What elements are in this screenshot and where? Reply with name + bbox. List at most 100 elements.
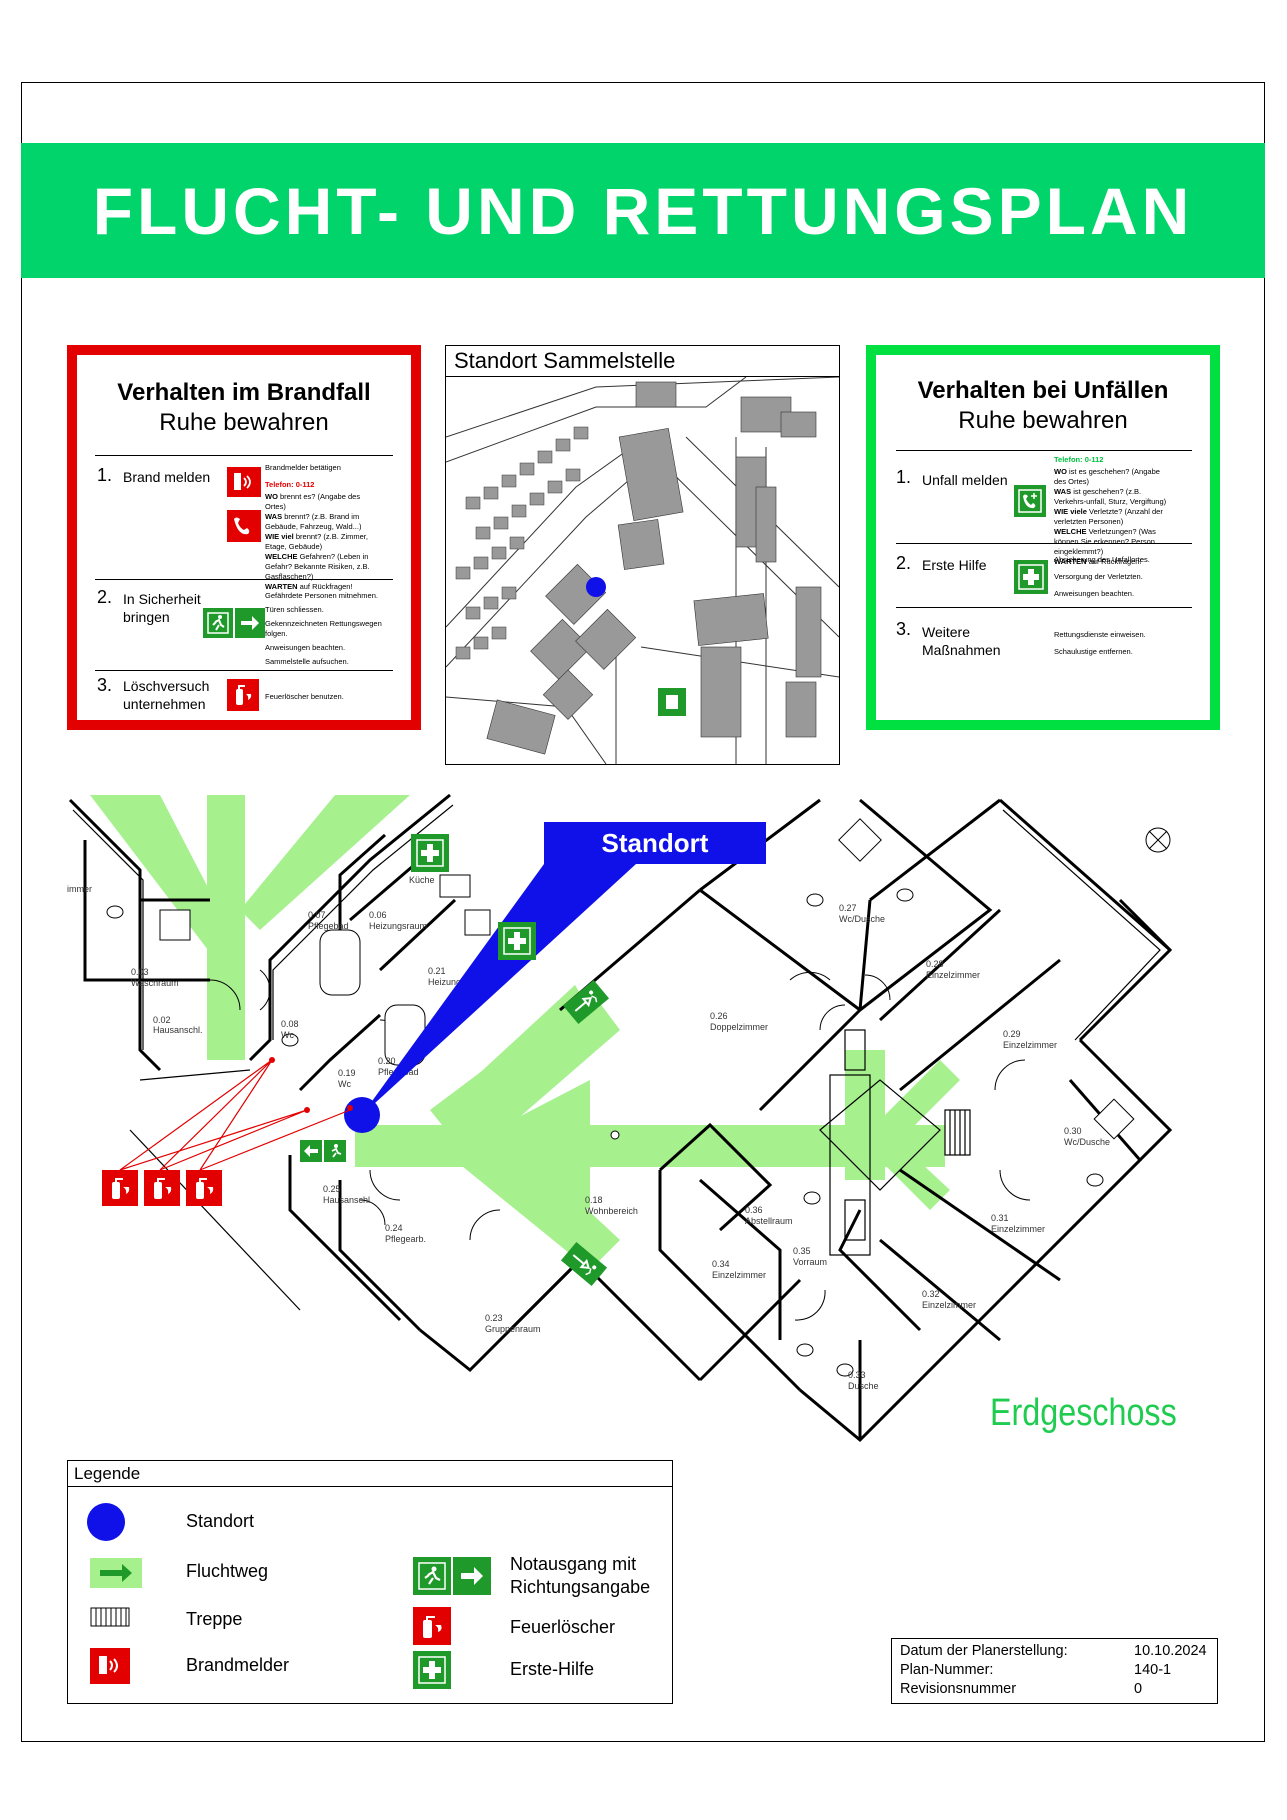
legend-fluchtweg: Fluchtweg bbox=[186, 1561, 269, 1581]
site-map-drawing bbox=[446, 377, 839, 764]
running-man-icon bbox=[203, 608, 233, 638]
accident-step-2-label: Erste Hilfe bbox=[922, 557, 987, 573]
first-aid-icon bbox=[413, 1651, 451, 1689]
svg-text:0.23: 0.23 bbox=[485, 1313, 503, 1323]
escape-route bbox=[90, 795, 960, 1270]
accident-step-1-num: 1. bbox=[896, 467, 912, 487]
info-date-row: Datum der Planerstellung:10.10.2024 bbox=[900, 1643, 1207, 1659]
svg-text:0.06: 0.06 bbox=[369, 910, 387, 920]
map-caption: Standort Sammelstelle bbox=[446, 346, 839, 377]
svg-text:Waschraum: Waschraum bbox=[131, 978, 179, 988]
svg-text:Wc: Wc bbox=[281, 1030, 294, 1040]
fire-instructions-panel: Verhalten im Brandfall Ruhe bewahren 1. … bbox=[67, 345, 421, 730]
svg-text:0.21: 0.21 bbox=[428, 966, 446, 976]
standort-label: Standort bbox=[544, 822, 766, 864]
arrow-right-icon bbox=[453, 1557, 491, 1595]
standort-legend-icon bbox=[87, 1503, 125, 1541]
stairs-icon bbox=[90, 1607, 130, 1627]
svg-text:0.20: 0.20 bbox=[378, 1056, 396, 1066]
svg-text:0.33: 0.33 bbox=[848, 1370, 866, 1380]
svg-text:Heizungsraum: Heizungsraum bbox=[428, 977, 486, 987]
svg-text:0.08: 0.08 bbox=[281, 1019, 299, 1029]
fire-alarm-icon bbox=[90, 1648, 130, 1684]
accident-step-2-num: 2. bbox=[896, 553, 912, 573]
svg-text:Heizungsraum: Heizungsraum bbox=[369, 921, 427, 931]
svg-text:0.03: 0.03 bbox=[131, 967, 149, 977]
svg-text:Hausanschl.: Hausanschl. bbox=[323, 1195, 373, 1205]
page-title: FLUCHT- UND RETTUNGSPLAN bbox=[21, 143, 1265, 278]
svg-text:0.31: 0.31 bbox=[991, 1213, 1009, 1223]
svg-text:Küche: Küche bbox=[409, 875, 435, 885]
accident-step-2-text: Absicherung des Unfallortes. Versorgung … bbox=[1054, 555, 1150, 598]
first-aid-icon bbox=[411, 834, 449, 872]
svg-text:Doppelzimmer: Doppelzimmer bbox=[710, 1022, 768, 1032]
fire-extinguisher-icon bbox=[227, 679, 259, 711]
info-plan-row: Plan-Nummer:140-1 bbox=[900, 1662, 1172, 1678]
arrow-left-icon bbox=[300, 1140, 322, 1162]
floor-label: Erdgeschoss bbox=[990, 1392, 1177, 1434]
svg-text:0.07: 0.07 bbox=[308, 910, 326, 920]
fire-extinguisher-icon bbox=[413, 1607, 451, 1645]
accident-step-1-text: Telefon: 0-112 WO ist es geschehen? (Ang… bbox=[1054, 455, 1167, 566]
first-aid-icon bbox=[1014, 560, 1048, 594]
svg-text:0.18: 0.18 bbox=[585, 1195, 603, 1205]
arrow-right-icon bbox=[235, 608, 265, 638]
svg-text:0.25: 0.25 bbox=[323, 1184, 341, 1194]
svg-text:Einzelzimmer: Einzelzimmer bbox=[922, 1300, 976, 1310]
fire-step-3-text: Feuerlöscher benutzen. bbox=[265, 692, 344, 701]
running-man-icon bbox=[324, 1140, 346, 1162]
legend-treppe: Treppe bbox=[186, 1609, 243, 1629]
legend-brandmelder: Brandmelder bbox=[186, 1655, 290, 1675]
fire-alarm-icon bbox=[227, 467, 261, 497]
fire-step-2-text: Gefährdete Personen mitnehmen. Türen sch… bbox=[265, 591, 382, 666]
page-frame bbox=[21, 82, 1265, 1742]
svg-text:Gruppenraum: Gruppenraum bbox=[485, 1324, 541, 1334]
standort-pointer bbox=[362, 864, 636, 1115]
fire-step-3-num: 3. bbox=[97, 675, 113, 695]
fire-step-1-text: Brandmelder betätigen Telefon: 0-112 WO … bbox=[265, 463, 370, 591]
fire-extinguisher-icon bbox=[186, 1170, 222, 1206]
svg-text:Wc/Dusche: Wc/Dusche bbox=[1064, 1137, 1110, 1147]
accident-instructions-panel: Verhalten bei Unfällen Ruhe bewahren 1. … bbox=[866, 345, 1220, 730]
fire-subheading: Ruhe bewahren bbox=[159, 409, 329, 436]
svg-text:Wohnbereich: Wohnbereich bbox=[585, 1206, 638, 1216]
svg-text:Dusche: Dusche bbox=[848, 1381, 879, 1391]
svg-text:Vorraum: Vorraum bbox=[793, 1257, 827, 1267]
svg-text:0.36: 0.36 bbox=[745, 1205, 763, 1215]
legend-heading: Legende bbox=[68, 1461, 672, 1487]
fire-step-2-label: In Sicherheit bringen bbox=[123, 591, 201, 625]
fire-step-3-label: Löschversuch unternehmen bbox=[123, 678, 210, 712]
accident-step-3-num: 3. bbox=[896, 619, 912, 639]
svg-text:0.19: 0.19 bbox=[338, 1068, 356, 1078]
assembly-point-map: Standort Sammelstelle bbox=[445, 345, 840, 765]
accident-heading: Verhalten bei Unfällen bbox=[917, 377, 1169, 404]
legend-notausgang: Notausgang mit Richtungsangabe bbox=[510, 1554, 651, 1597]
fire-heading: Verhalten im Brandfall bbox=[117, 379, 371, 406]
exit-sign-icon bbox=[562, 979, 610, 1025]
svg-text:Pflegearb.: Pflegearb. bbox=[385, 1234, 426, 1244]
svg-text:0.26: 0.26 bbox=[710, 1011, 728, 1021]
first-aid-icon bbox=[498, 922, 536, 960]
svg-text:0.35: 0.35 bbox=[793, 1246, 811, 1256]
legend: Legende Standort Fluchtweg Treppe Brandm… bbox=[67, 1460, 673, 1704]
svg-text:Pflegebad: Pflegebad bbox=[308, 921, 349, 931]
svg-text:0.29: 0.29 bbox=[1003, 1029, 1021, 1039]
fire-phone-icon bbox=[227, 510, 261, 542]
standort-marker bbox=[344, 1097, 380, 1133]
plan-info: Datum der Planerstellung:10.10.2024 Plan… bbox=[891, 1638, 1218, 1704]
svg-text:Wc/Dusche: Wc/Dusche bbox=[839, 914, 885, 924]
svg-text:immer: immer bbox=[67, 884, 92, 894]
svg-text:0.02: 0.02 bbox=[153, 1015, 171, 1025]
svg-text:0.28: 0.28 bbox=[926, 959, 944, 969]
svg-text:Wc: Wc bbox=[338, 1079, 351, 1089]
fire-step-1-label: Brand melden bbox=[123, 469, 211, 485]
svg-text:0.24: 0.24 bbox=[385, 1223, 403, 1233]
accident-step-1-label: Unfall melden bbox=[922, 472, 1008, 488]
fire-extinguisher-icon bbox=[102, 1170, 138, 1206]
emergency-phone-icon bbox=[1014, 485, 1046, 517]
svg-text:Einzelzimmer: Einzelzimmer bbox=[926, 970, 980, 980]
svg-text:0.30: 0.30 bbox=[1064, 1126, 1082, 1136]
